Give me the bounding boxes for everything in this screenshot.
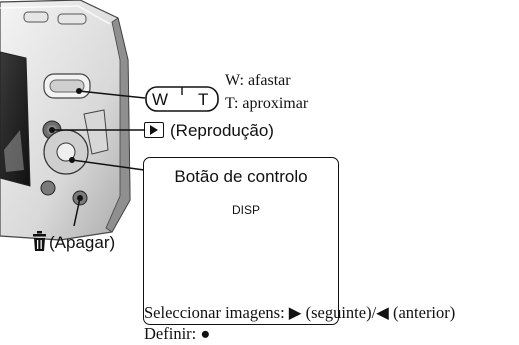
delete-label: (Apagar) — [49, 233, 116, 252]
play-icon — [144, 122, 164, 138]
zoom-t-label: T: aproximar — [225, 95, 309, 112]
control-button-box: Botão de controlo — [143, 157, 339, 325]
zoom-w-label: W: afastar — [225, 72, 291, 89]
playback-text: (Reprodução) — [170, 121, 274, 140]
caption-set: Definir: ● — [144, 324, 211, 343]
zoom-w-key: W — [152, 90, 169, 109]
zoom-t-key: T — [198, 90, 209, 109]
playback-label: (Reprodução) — [144, 121, 274, 141]
disp-label: DISP — [232, 203, 261, 217]
zoom-key — [145, 86, 219, 112]
caption-select: Seleccionar imagens: ▶ (seguinte)/◀ (ant… — [144, 303, 456, 322]
camera-body — [0, 0, 131, 241]
trash-icon — [33, 231, 46, 251]
control-box-title: Botão de controlo — [174, 167, 308, 186]
leader-lines — [49, 88, 146, 227]
